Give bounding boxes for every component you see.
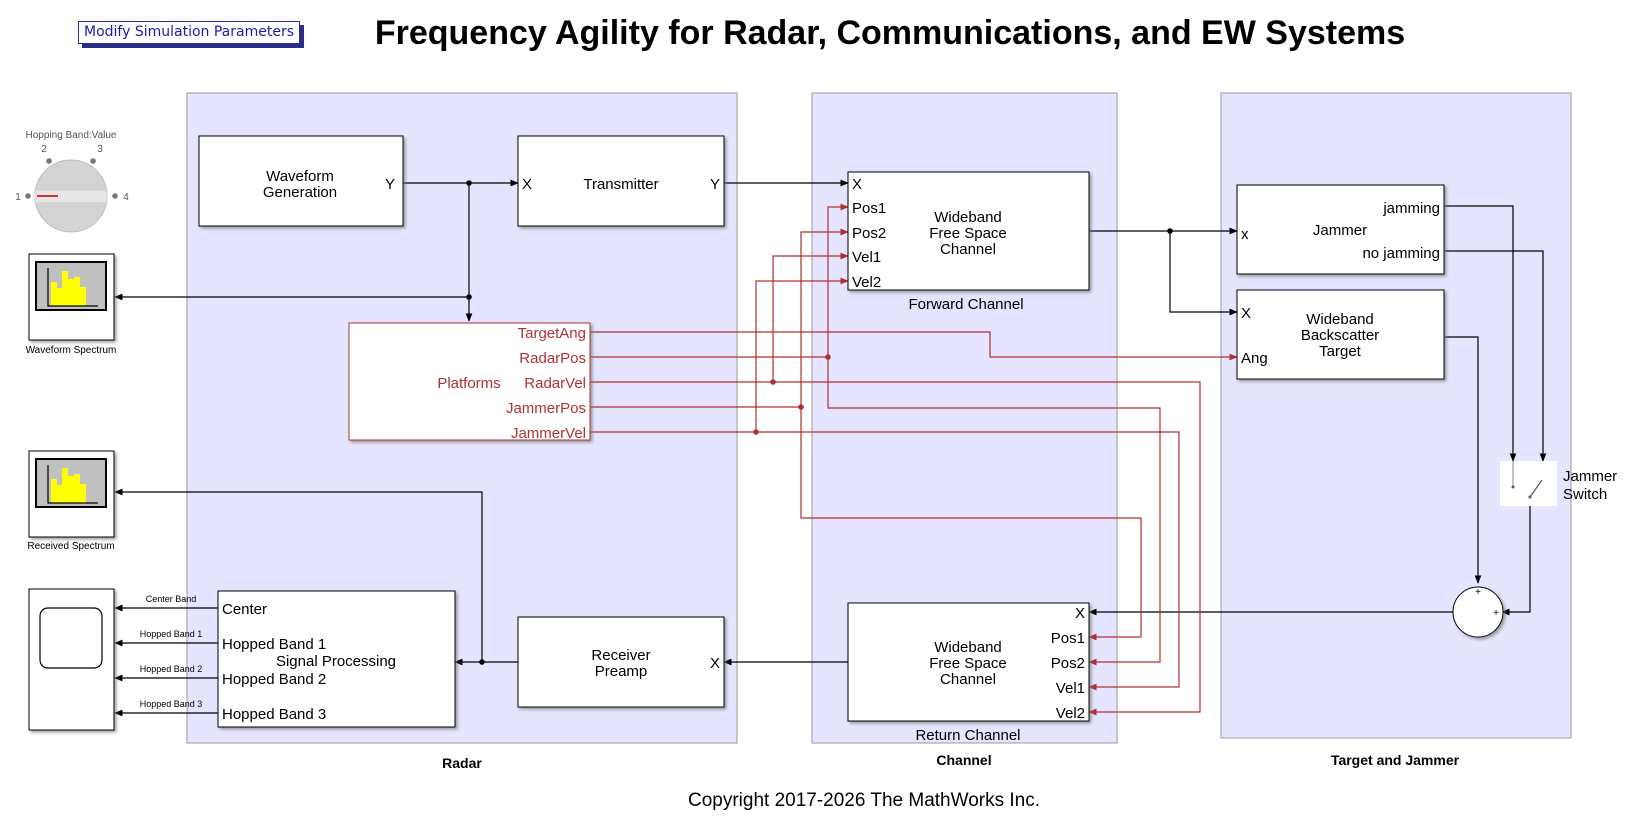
signal-label-center-band: Center Band xyxy=(146,594,197,604)
svg-text:Vel2: Vel2 xyxy=(852,274,881,291)
svg-text:Pos2: Pos2 xyxy=(852,225,886,242)
svg-text:Hopped Band 3: Hopped Band 3 xyxy=(222,706,326,723)
waveform-spectrum-scope[interactable]: Waveform Spectrum xyxy=(26,253,117,356)
svg-text:Vel2: Vel2 xyxy=(1056,705,1085,722)
knob-label: Hopping Band:Value xyxy=(26,130,117,141)
transmitter-block[interactable]: Transmitter X Y xyxy=(517,135,725,227)
forward-channel-caption: Forward Channel xyxy=(908,296,1023,313)
svg-text:3: 3 xyxy=(97,144,103,155)
target-in-ang: Ang xyxy=(1241,350,1268,367)
jammer-in-port: x xyxy=(1241,226,1249,243)
scope-screen-icon xyxy=(39,607,103,669)
spectrum-bars-icon xyxy=(51,271,86,306)
signal-label-hopped-band-1: Hopped Band 1 xyxy=(140,629,203,639)
svg-text:Vel1: Vel1 xyxy=(852,249,881,266)
svg-text:Center: Center xyxy=(222,601,267,618)
forward-channel-ports: X Pos1 Pos2 Vel1 Vel2 xyxy=(852,176,886,291)
port-jammer-pos: JammerPos xyxy=(506,400,586,417)
signal-processing-block[interactable]: Signal Processing Center Hopped Band 1 H… xyxy=(217,590,456,728)
svg-text:2: 2 xyxy=(41,144,47,155)
page-title: Frequency Agility for Radar, Communicati… xyxy=(375,14,1405,52)
hopping-band-knob[interactable]: Hopping Band:Value 1 2 3 4 xyxy=(15,130,129,233)
svg-text:4: 4 xyxy=(123,192,129,203)
jammer-block[interactable]: Jammer x jamming no jamming xyxy=(1236,184,1445,275)
black-signal-lines xyxy=(114,179,1547,717)
time-scope[interactable] xyxy=(28,588,115,731)
knob-tick-dots xyxy=(25,158,118,199)
svg-text:1: 1 xyxy=(15,192,21,203)
signal-processing-ports: Center Hopped Band 1 Hopped Band 2 Hoppe… xyxy=(222,601,326,723)
svg-text:Hopped Band 1: Hopped Band 1 xyxy=(222,636,326,653)
svg-text:X: X xyxy=(852,176,862,193)
return-channel-caption: Return Channel xyxy=(915,727,1020,744)
received-spectrum-label: Received Spectrum xyxy=(27,541,114,552)
signal-processing-label: Signal Processing xyxy=(276,653,396,670)
port-jammer-vel: JammerVel xyxy=(511,425,586,442)
port-radar-pos: RadarPos xyxy=(519,350,586,367)
signal-labels: Center Band Hopped Band 1 Hopped Band 2 … xyxy=(140,594,203,709)
copyright-footer: Copyright 2017-2026 The MathWorks Inc. xyxy=(688,790,1040,811)
sum-sign-top: + xyxy=(1475,587,1481,598)
jammer-label: Jammer xyxy=(1313,222,1367,239)
receiver-out-port: X xyxy=(710,655,720,672)
svg-text:Vel1: Vel1 xyxy=(1056,680,1085,697)
platforms-block[interactable]: Platforms TargetAng RadarPos RadarVel Ja… xyxy=(348,322,591,442)
target-jammer-area-label: Target and Jammer xyxy=(1331,752,1460,768)
spectrum-bars-icon xyxy=(51,468,86,503)
jammer-out-no-jamming: no jamming xyxy=(1362,245,1440,262)
platforms-label: Platforms xyxy=(437,375,500,392)
transmitter-out-port: Y xyxy=(710,176,720,193)
waveform-out-port: Y xyxy=(385,176,395,193)
transmitter-in-port: X xyxy=(522,176,532,193)
platforms-ports: TargetAng RadarPos RadarVel JammerPos Ja… xyxy=(506,325,586,442)
jammer-out-jamming: jamming xyxy=(1382,200,1440,217)
port-target-ang: TargetAng xyxy=(518,325,586,342)
svg-text:X: X xyxy=(1075,605,1085,622)
channel-area-label: Channel xyxy=(936,752,991,768)
target-in-x: X xyxy=(1241,305,1251,322)
signal-label-hopped-band-2: Hopped Band 2 xyxy=(140,664,203,674)
port-radar-vel: RadarVel xyxy=(524,375,586,392)
radar-area-label: Radar xyxy=(442,755,482,771)
modify-simulation-parameters-button[interactable]: Modify Simulation Parameters xyxy=(78,21,300,44)
svg-text:Hopped Band 2: Hopped Band 2 xyxy=(222,671,326,688)
waveform-spectrum-label: Waveform Spectrum xyxy=(26,345,117,356)
sum-block[interactable]: + + xyxy=(1452,586,1504,638)
signal-label-hopped-band-3: Hopped Band 3 xyxy=(140,699,203,709)
sum-sign-right: + xyxy=(1493,608,1499,619)
transmitter-label: Transmitter xyxy=(583,176,658,193)
red-signal-lines xyxy=(590,203,1238,716)
red-junctions xyxy=(753,354,831,435)
received-spectrum-scope[interactable]: Received Spectrum xyxy=(27,450,115,552)
svg-text:Pos2: Pos2 xyxy=(1051,655,1085,672)
svg-text:Pos1: Pos1 xyxy=(1051,630,1085,647)
knob-tick-labels: 1 2 3 4 xyxy=(15,144,129,203)
black-junctions xyxy=(466,180,1173,665)
return-channel-ports: X Pos1 Pos2 Vel1 Vel2 xyxy=(1051,605,1085,722)
svg-text:Pos1: Pos1 xyxy=(852,200,886,217)
